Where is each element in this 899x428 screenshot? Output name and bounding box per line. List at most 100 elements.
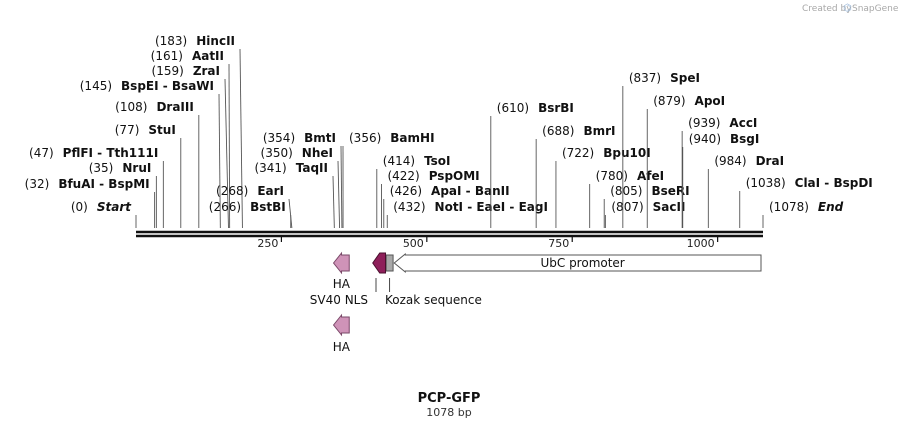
site-position: (268) xyxy=(216,184,248,198)
site-label: (432) NotI - EaeI - EagI xyxy=(393,200,548,214)
site-spei: (837)SpeI xyxy=(622,71,700,228)
feature-ubc-promoter: UbC promoter xyxy=(393,252,762,274)
site-bmti: (354)BmtI xyxy=(263,131,343,229)
snapgene-credit: Created by ⌬ SnapGene xyxy=(802,3,899,14)
site-label: (266) BstBI xyxy=(209,200,286,214)
site-position: (422) xyxy=(387,169,419,183)
site-position: (145) xyxy=(80,79,112,93)
site-leader-line xyxy=(340,145,343,229)
site-leader-line xyxy=(288,198,293,229)
site-label: (354)BmtI xyxy=(263,131,336,145)
site-enzyme: EarI xyxy=(257,184,284,198)
site-enzyme: AfeI xyxy=(637,169,664,183)
site-position: (266) xyxy=(209,200,241,214)
site-bseri: (805)BseRI xyxy=(603,184,690,228)
site-enzyme: NotI - EaeI - EagI xyxy=(435,200,548,214)
site-bstbi: (266) BstBI xyxy=(209,200,292,228)
ubc-promoter-label: UbC promoter xyxy=(540,256,624,270)
site-stui: (77)StuI xyxy=(115,123,182,228)
site-drai: (984)DraI xyxy=(707,154,784,228)
site-bpu10i: (722)Bpu10I xyxy=(555,146,651,228)
site-enzyme: TsoI xyxy=(424,154,450,168)
site-zrai: (159)ZraI xyxy=(152,64,229,229)
credit-brand: SnapGene xyxy=(852,4,899,14)
site-nhei: (350)NheI xyxy=(261,146,341,229)
site-pspomi: (422)PspOMI xyxy=(380,169,480,228)
site-label: (77)StuI xyxy=(115,123,176,137)
site-enzyme: BstBI xyxy=(250,200,286,214)
plasmid-name: PCP-GFP xyxy=(418,391,481,406)
site-position: (426) xyxy=(390,184,422,198)
site-position: (805) xyxy=(610,184,642,198)
site-position: (837) xyxy=(629,71,661,85)
site-leader-line xyxy=(228,63,231,229)
site-label: (837)SpeI xyxy=(629,71,700,85)
site-label: (35) NruI xyxy=(89,161,152,175)
site-leader-line xyxy=(218,93,221,229)
site-position: (807) xyxy=(611,200,643,214)
site-sacii: (807)SacII xyxy=(604,200,685,228)
site-label: (610)BsrBI xyxy=(497,101,574,115)
site-enzyme: NruI xyxy=(122,161,151,175)
site-position: (183) xyxy=(155,34,187,48)
site-position: (414) xyxy=(383,154,415,168)
site-label: (0) Start xyxy=(71,200,132,214)
site-position: (940) xyxy=(689,132,721,146)
site-enzyme: BamHI xyxy=(390,131,434,145)
ha-arrow xyxy=(332,313,350,337)
ubc-promoter-arrow xyxy=(393,252,762,274)
site-apai: (426)ApaI - BanII xyxy=(383,184,510,228)
site-bamhi: (356) BamHI xyxy=(342,131,435,229)
site-position: (47) xyxy=(29,146,54,160)
site-position: (161) xyxy=(151,49,183,63)
ha-label: HA xyxy=(333,340,351,354)
site-position: (35) xyxy=(89,161,114,175)
site-label: (145)BspEI - BsaWI xyxy=(80,79,214,93)
site-position: (432) xyxy=(393,200,425,214)
site-label: (940)BsgI xyxy=(689,132,760,146)
site-label: (32)BfuAI - BspMI xyxy=(25,177,150,191)
site-bfuai: (32)BfuAI - BspMI xyxy=(25,177,156,228)
site-enzyme: Bpu10I xyxy=(603,146,650,160)
kozak-label: Kozak sequence xyxy=(385,293,482,307)
feature-kozak: Kozak sequence xyxy=(385,254,482,307)
site-enzyme: Start xyxy=(97,200,132,214)
sv40-nls-label: SV40 NLS xyxy=(310,293,368,307)
site-position: (0) xyxy=(71,200,88,214)
site-position: (610) xyxy=(497,101,529,115)
site-label: (183) HincII xyxy=(155,34,235,48)
site-label: (356) BamHI xyxy=(349,131,435,145)
site-leader-line xyxy=(239,48,243,229)
tick-label: 500 xyxy=(403,237,424,250)
site-label: (268) EarI xyxy=(216,184,284,198)
sequence-backbone xyxy=(136,230,763,238)
site-start: (0) Start xyxy=(71,200,137,228)
site-label: (984)DraI xyxy=(714,154,784,168)
kozak-box xyxy=(385,254,394,272)
site-leader-line xyxy=(337,160,341,229)
tick-label: 750 xyxy=(548,237,569,250)
site-label: (939)AccI xyxy=(688,116,757,130)
site-label: (422)PspOMI xyxy=(387,169,479,183)
site-label: (807)SacII xyxy=(611,200,685,214)
site-position: (32) xyxy=(25,177,50,191)
site-position: (108) xyxy=(115,100,147,114)
site-afei: (780)AfeI xyxy=(589,169,664,228)
site-enzyme: HincII xyxy=(196,34,235,48)
tick-label: 1000 xyxy=(687,237,715,250)
site-position: (356) xyxy=(349,131,381,145)
site-label: (426)ApaI - BanII xyxy=(390,184,510,198)
site-bsrbi: (610)BsrBI xyxy=(490,101,574,228)
site-bmri: (688)BmrI xyxy=(535,124,615,228)
site-enzyme: DraIII xyxy=(156,100,193,114)
site-label: (722)Bpu10I xyxy=(562,146,651,160)
site-label: (1038)ClaI - BspDI xyxy=(746,176,873,190)
site-enzyme: ClaI - BspDI xyxy=(795,176,873,190)
site-position: (688) xyxy=(542,124,574,138)
site-label: (879)ApoI xyxy=(653,94,725,108)
site-label: (47)PflFI - Tth111I xyxy=(29,146,158,160)
site-position: (879) xyxy=(653,94,685,108)
site-enzyme: ZraI xyxy=(193,64,220,78)
site-enzyme: BmtI xyxy=(304,131,336,145)
site-label: (350)NheI xyxy=(261,146,333,160)
